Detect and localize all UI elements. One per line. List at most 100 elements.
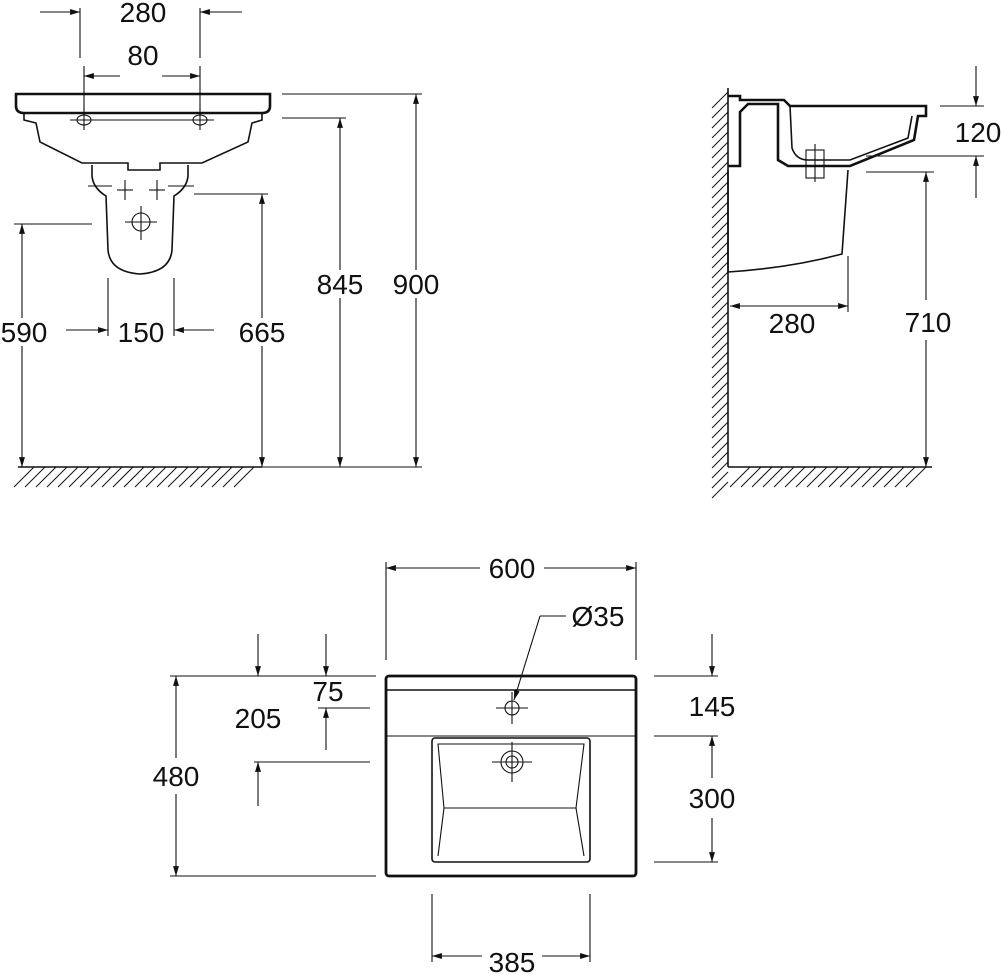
top-drain xyxy=(492,742,532,782)
side-pedestal xyxy=(727,169,849,273)
hatch-stroke xyxy=(711,471,729,489)
dim-front-left-height: 590 xyxy=(1,317,48,348)
hatch-stroke xyxy=(729,466,751,488)
front-floor-hatch xyxy=(13,466,255,488)
hatch-stroke xyxy=(861,466,883,488)
hatch-stroke xyxy=(35,466,57,488)
hatch-stroke xyxy=(711,141,729,159)
hatch-stroke xyxy=(711,261,729,279)
hatch-stroke xyxy=(850,466,872,488)
dim-top-shelf-depth: 145 xyxy=(689,691,736,722)
hatch-stroke xyxy=(711,101,729,119)
hatch-stroke xyxy=(740,466,762,488)
dim-top-bowl-width: 385 xyxy=(489,947,536,975)
hatch-stroke xyxy=(711,161,729,179)
hatch-stroke xyxy=(711,151,729,169)
hatch-stroke xyxy=(711,481,729,499)
side-floor-hatch xyxy=(729,466,927,488)
hatch-stroke xyxy=(711,321,729,339)
front-view: 280 80 590 150 665 845 900 xyxy=(1,0,439,488)
hatch-stroke xyxy=(711,401,729,419)
hatch-stroke xyxy=(711,211,729,229)
dim-front-rim-height: 845 xyxy=(317,269,364,300)
hatch-stroke xyxy=(156,466,178,488)
dim-front-pedestal-width: 150 xyxy=(118,317,165,348)
hatch-stroke xyxy=(79,466,101,488)
hatch-stroke xyxy=(806,466,828,488)
hatch-stroke xyxy=(817,466,839,488)
hatch-stroke xyxy=(711,391,729,409)
top-bowl-outline xyxy=(431,737,591,863)
hatch-stroke xyxy=(112,466,134,488)
hatch-stroke xyxy=(101,466,123,488)
hatch-stroke xyxy=(711,301,729,319)
hatch-stroke xyxy=(711,171,729,189)
top-tap-hole xyxy=(496,692,528,724)
hatch-stroke xyxy=(905,466,927,488)
front-basin-rim xyxy=(14,92,272,115)
hatch-stroke xyxy=(134,466,156,488)
top-basin-outline xyxy=(384,674,638,878)
hatch-stroke xyxy=(711,201,729,219)
dim-top-tap-offset: 75 xyxy=(312,676,343,707)
dim-side-bottom-height: 710 xyxy=(905,307,952,338)
hatch-stroke xyxy=(711,341,729,359)
hatch-stroke xyxy=(711,121,729,139)
dim-side-bowl-depth: 120 xyxy=(955,117,1002,148)
front-drain-outlet xyxy=(125,206,157,240)
hatch-stroke xyxy=(711,371,729,389)
hatch-stroke xyxy=(711,441,729,459)
hatch-stroke xyxy=(167,466,189,488)
hatch-stroke xyxy=(762,466,784,488)
hatch-stroke xyxy=(711,361,729,379)
hatch-stroke xyxy=(711,131,729,149)
side-basin-inner xyxy=(789,105,913,161)
hatch-stroke xyxy=(711,411,729,429)
hatch-stroke xyxy=(784,466,806,488)
hatch-stroke xyxy=(189,466,211,488)
dim-front-top-width: 280 xyxy=(120,0,167,28)
hatch-stroke xyxy=(839,466,861,488)
hatch-stroke xyxy=(711,251,729,269)
top-view: 600 Ø35 480 205 75 145 300 xyxy=(153,553,736,975)
hatch-stroke xyxy=(145,466,167,488)
hatch-stroke xyxy=(211,466,233,488)
dim-side-projection: 280 xyxy=(769,308,816,339)
hatch-stroke xyxy=(773,466,795,488)
hatch-stroke xyxy=(711,181,729,199)
dim-top-bowl-depth: 300 xyxy=(689,783,736,814)
hatch-stroke xyxy=(711,461,729,479)
front-pedestal xyxy=(91,165,189,275)
hatch-stroke xyxy=(711,291,729,309)
hatch-stroke xyxy=(883,466,905,488)
dim-front-inner-height: 665 xyxy=(239,317,286,348)
side-wall-hatch xyxy=(711,91,729,499)
dim-top-overall-width: 600 xyxy=(489,553,536,584)
dim-top-overall-depth: 480 xyxy=(153,761,200,792)
side-basin-profile xyxy=(728,94,928,168)
hatch-stroke xyxy=(711,281,729,299)
hatch-stroke xyxy=(123,466,145,488)
hatch-stroke xyxy=(711,271,729,289)
hatch-stroke xyxy=(711,241,729,259)
hatch-stroke xyxy=(68,466,90,488)
hatch-stroke xyxy=(90,466,112,488)
hatch-stroke xyxy=(24,466,46,488)
hatch-stroke xyxy=(711,311,729,329)
hatch-stroke xyxy=(13,466,35,488)
dim-top-hole-diameter: Ø35 xyxy=(572,601,625,632)
front-pedestal-fixings xyxy=(117,180,165,200)
hatch-stroke xyxy=(751,466,773,488)
hatch-stroke xyxy=(711,451,729,469)
hatch-stroke xyxy=(828,466,850,488)
side-drain xyxy=(805,144,825,182)
hatch-stroke xyxy=(711,431,729,449)
hatch-stroke xyxy=(233,466,255,488)
hatch-stroke xyxy=(795,466,817,488)
hatch-stroke xyxy=(711,191,729,209)
front-basin-body xyxy=(23,113,263,171)
hatch-stroke xyxy=(57,466,79,488)
hatch-stroke xyxy=(711,91,729,109)
